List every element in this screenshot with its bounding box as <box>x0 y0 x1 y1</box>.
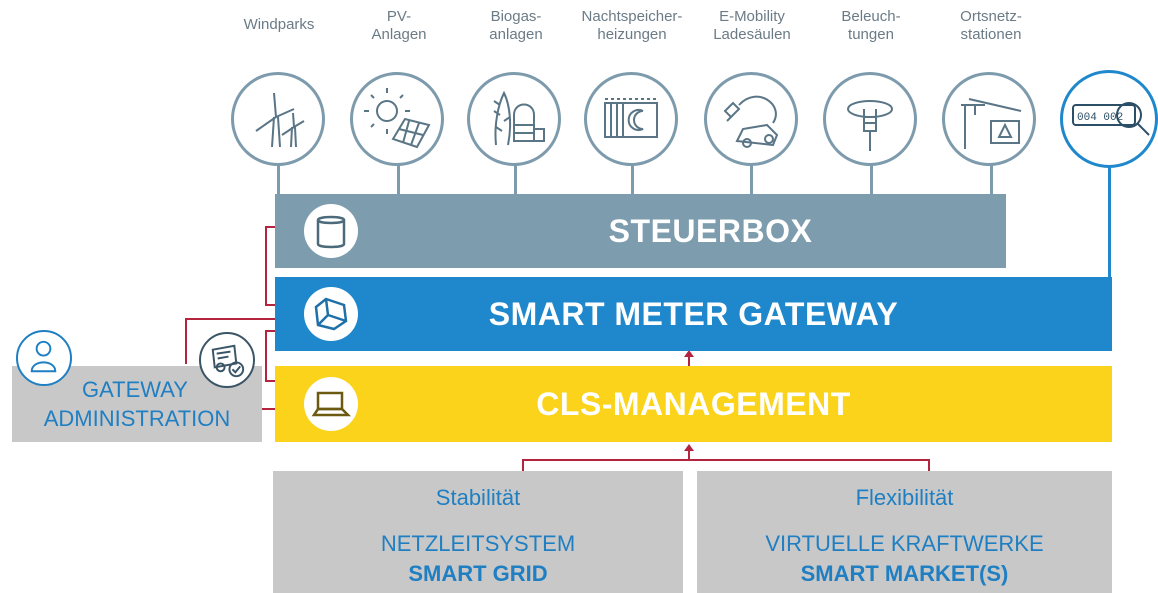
connector-cls-bracket-bottom <box>265 380 275 382</box>
smart-market-label: SMART MARKET(S) <box>800 561 1009 586</box>
label-ortsnetzstationen: Ortsnetz- stationen <box>960 8 1022 43</box>
smart-grid-label: SMART GRID <box>408 561 548 586</box>
substation-icon <box>942 72 1036 166</box>
admin-line1: GATEWAY <box>82 377 188 402</box>
label-windparks: Windparks <box>243 16 315 33</box>
stem-emobility <box>750 160 753 196</box>
stem-ortsnetz <box>990 160 993 196</box>
solar-panel-icon <box>350 72 444 166</box>
person-icon <box>16 330 72 386</box>
laptop-icon <box>304 377 358 431</box>
steuerbox-title: STEUERBOX <box>608 212 813 249</box>
admin-line2: ADMINISTRATION <box>43 406 231 431</box>
arrow-up-cls <box>684 444 694 451</box>
connector-steuerbox-gateway <box>265 226 267 306</box>
label-pv-anlagen: PV- Anlagen <box>371 8 427 43</box>
connector-bottom-left <box>522 459 524 471</box>
netzleitsystem-label: NETZLEITSYSTEM <box>380 531 576 556</box>
cls-title: CLS-MANAGEMENT <box>536 385 851 422</box>
biogas-plant-icon <box>467 72 561 166</box>
svg-text:004 002: 004 002 <box>1077 112 1123 124</box>
virtuelle-kraftwerke-label: VIRTUELLE KRAFTWERKE <box>765 531 1044 556</box>
label-biogasanlagen: Biogas- anlagen <box>489 8 543 43</box>
gateway-title: SMART METER GATEWAY <box>488 295 899 332</box>
steuerbox-bar: STEUERBOX <box>275 194 1006 268</box>
connector-bottom-v <box>688 446 690 460</box>
ev-charging-icon <box>704 72 798 166</box>
street-light-icon <box>823 72 917 166</box>
connector-admin-cls <box>262 408 275 410</box>
connector-steuerbox-tick <box>265 226 275 228</box>
smart-meter-icon: 004 002 <box>1060 70 1158 168</box>
smart-meter-gateway-bar: SMART METER GATEWAY <box>275 277 1112 351</box>
certificate-icon <box>199 332 255 388</box>
smart-market-box: Flexibilität VIRTUELLE KRAFTWERKE SMART … <box>697 471 1112 593</box>
connector-bottom-right <box>928 459 930 471</box>
stem-meter <box>1108 160 1111 277</box>
night-storage-heater-icon <box>584 72 678 166</box>
label-beleuchtungen: Beleuch- tungen <box>841 8 901 43</box>
wind-turbine-icon <box>231 72 325 166</box>
connector-cls-gateway <box>688 352 690 366</box>
label-nachtspeicherheizungen: Nachtspeicher- heizungen <box>581 8 683 43</box>
gateway-icon <box>304 287 358 341</box>
arrow-up-gateway <box>684 350 694 357</box>
connector-gateway-tick <box>265 304 275 306</box>
connector-cls-bracket-top <box>265 330 275 332</box>
stem-nachtspeicher <box>631 160 634 196</box>
box-icon <box>304 204 358 258</box>
stem-biogas <box>514 160 517 196</box>
connector-admin-gateway-h <box>185 318 275 320</box>
cls-management-bar: CLS-MANAGEMENT <box>275 366 1112 442</box>
smart-grid-box: Stabilität NETZLEITSYSTEM SMART GRID <box>273 471 683 593</box>
stem-windparks <box>277 160 280 196</box>
connector-admin-gateway-v <box>185 318 187 364</box>
stem-pv <box>397 160 400 196</box>
label-e-mobility: E-Mobility Ladesäulen <box>713 8 791 43</box>
connector-cls-bracket-v <box>265 330 267 382</box>
stem-beleuchtung <box>870 160 873 196</box>
stabilitaet-label: Stabilität <box>435 485 521 510</box>
flexibilitaet-label: Flexibilität <box>855 485 954 510</box>
connector-bottom-h <box>522 459 930 461</box>
